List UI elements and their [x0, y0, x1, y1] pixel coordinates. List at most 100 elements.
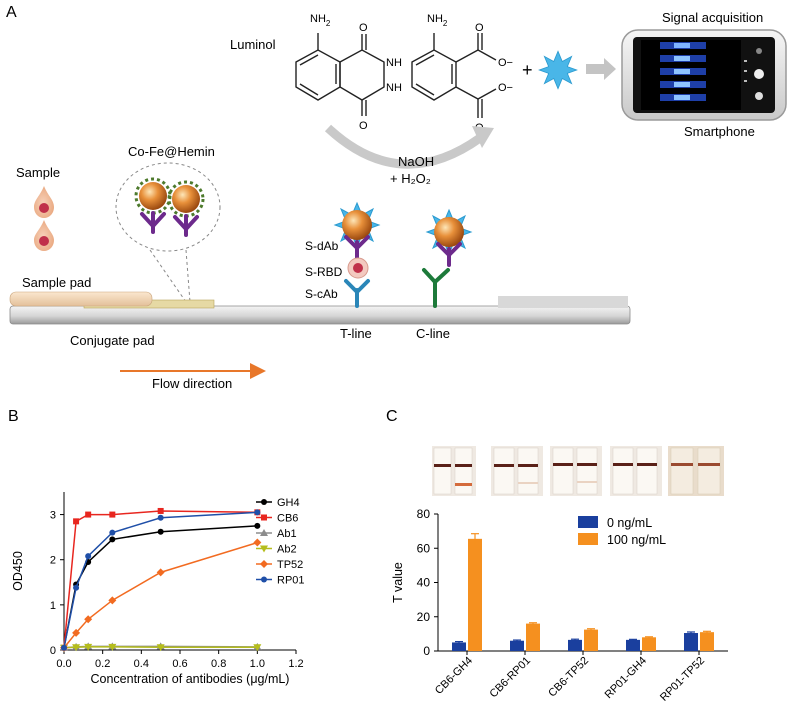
gh4-point: [261, 499, 267, 505]
0-ng-ml-bar: [684, 633, 698, 651]
rp01-point: [254, 509, 261, 516]
aminophthalate-charge-2: O−: [498, 82, 513, 94]
x-tick-label: CB6-TP52: [546, 655, 591, 700]
ab2-point: [156, 644, 165, 652]
100-ng-ml-bar: [468, 538, 482, 651]
gh4-point: [254, 522, 261, 529]
sample-pad: [9, 291, 153, 307]
rp01-line: [63, 511, 258, 648]
legend-label-ab1: Ab1: [277, 528, 297, 540]
y-axis-label: OD450: [11, 551, 25, 591]
naoh-label: NaOH: [398, 154, 434, 169]
light-burst-icon: [538, 50, 578, 90]
ab2-point: [108, 643, 117, 651]
conjugate-pad-label: Conjugate pad: [70, 333, 155, 348]
x-tick-label: 0.4: [134, 658, 149, 670]
cofe-nanoparticle-icon: [134, 177, 205, 237]
to-phone-arrow-icon: [586, 58, 616, 80]
cb6-point: [261, 514, 267, 521]
cb6-line: [63, 510, 258, 648]
x-tick-label: 0.8: [211, 658, 226, 670]
legend-label-tp52: TP52: [277, 559, 303, 571]
x-tick-label: RP01-TP52: [658, 655, 707, 704]
y-tick-label: 0: [423, 644, 430, 658]
luminol-nh-1: NH: [386, 57, 402, 69]
reaction-arrowhead: [472, 126, 494, 148]
100-ng-ml-bar: [526, 623, 540, 651]
smartphone-label: Smartphone: [684, 124, 755, 139]
100-ng-ml-bar: [584, 629, 598, 651]
legend-label-100-ng-ml: 100 ng/mL: [607, 533, 666, 547]
y-tick-label: 3: [50, 510, 56, 522]
panel-c: C: [386, 408, 728, 704]
legend-label-ab2: Ab2: [277, 544, 297, 556]
x-tick-label: 0.6: [172, 658, 187, 670]
y-axis-label: T value: [391, 562, 405, 603]
x-tick-label: CB6-RP01: [487, 655, 533, 701]
callout-line-left: [149, 249, 187, 303]
plus-sign: +: [522, 60, 533, 80]
x-tick-label: 0.0: [56, 658, 71, 670]
luminol-o-bottom: O: [359, 120, 368, 132]
cb6-point: [109, 511, 116, 518]
tp52-line: [63, 541, 258, 649]
cb6-point: [85, 511, 92, 518]
legend-swatch-0-ng-ml: [578, 516, 598, 528]
c-line-label: C-line: [416, 326, 450, 341]
phone-strip-bands: [660, 42, 706, 101]
callout-line-right: [185, 249, 191, 303]
strip-photo-cb6-gh4: [432, 446, 476, 496]
gh4-point: [157, 528, 164, 535]
tp52-point: [253, 538, 262, 547]
0-ng-ml-bar: [510, 640, 524, 651]
x-tick-label: RP01-GH4: [603, 655, 650, 702]
signal-acquisition-label: Signal acquisition: [662, 10, 763, 25]
luminol-nh-2: NH: [386, 82, 402, 94]
cb6-point: [73, 518, 80, 525]
x-tick-label: CB6-GH4: [433, 655, 475, 697]
ab2-point: [72, 644, 81, 652]
strip-photo-cb6-rp01: [491, 446, 543, 496]
gh4-point: [109, 536, 116, 543]
x-tick-label: 1.2: [288, 658, 303, 670]
strip-photo-cb6-tp52: [550, 446, 602, 496]
legend-label-rp01: RP01: [277, 575, 305, 587]
luminol-nh2-label: NH2: [310, 13, 331, 28]
luminol-o-top: O: [359, 22, 368, 34]
ab2-point: [84, 643, 93, 651]
panel-c-letter: C: [386, 408, 398, 425]
reaction-arrow: [324, 124, 483, 169]
x-axis-label: Concentration of antibodies (μg/mL): [91, 672, 290, 686]
tp52-point: [156, 568, 165, 577]
c-line-complex-icon: [422, 209, 472, 308]
cofe-callout-circle: [115, 162, 221, 252]
0-ng-ml-bar: [626, 639, 640, 651]
100-ng-ml-bar: [700, 632, 714, 651]
tp52-point: [108, 596, 117, 605]
strip-photo-rp01-gh4: [610, 446, 662, 496]
luminol-structure: [295, 33, 385, 116]
tp52-point: [72, 628, 81, 637]
smartphone-icon: [621, 29, 787, 121]
tp52-point: [84, 615, 93, 624]
y-tick-label: 0: [50, 645, 56, 657]
100-ng-ml-bar: [642, 637, 656, 651]
gh4-line: [63, 525, 258, 648]
cofe-hemin-label: Co-Fe@Hemin: [128, 144, 215, 159]
ab2-point: [253, 644, 262, 652]
aminophthalate-structure: [411, 33, 497, 118]
rp01-point: [109, 529, 116, 536]
ab2-point: [260, 545, 268, 553]
y-tick-label: 60: [417, 541, 431, 555]
legend-label-cb6: CB6: [277, 513, 298, 525]
sample-pad-label: Sample pad: [22, 275, 91, 290]
test-strip-backing: [9, 305, 631, 325]
legend-swatch-100-ng-ml: [578, 533, 598, 545]
y-tick-label: 2: [50, 555, 56, 567]
s-cab-label: S-cAb: [305, 287, 338, 301]
y-tick-label: 80: [417, 507, 431, 521]
strip-photo-rp01-tp52: [668, 446, 724, 496]
panel-a: A Luminol NH2 O NH NH O: [6, 4, 787, 391]
